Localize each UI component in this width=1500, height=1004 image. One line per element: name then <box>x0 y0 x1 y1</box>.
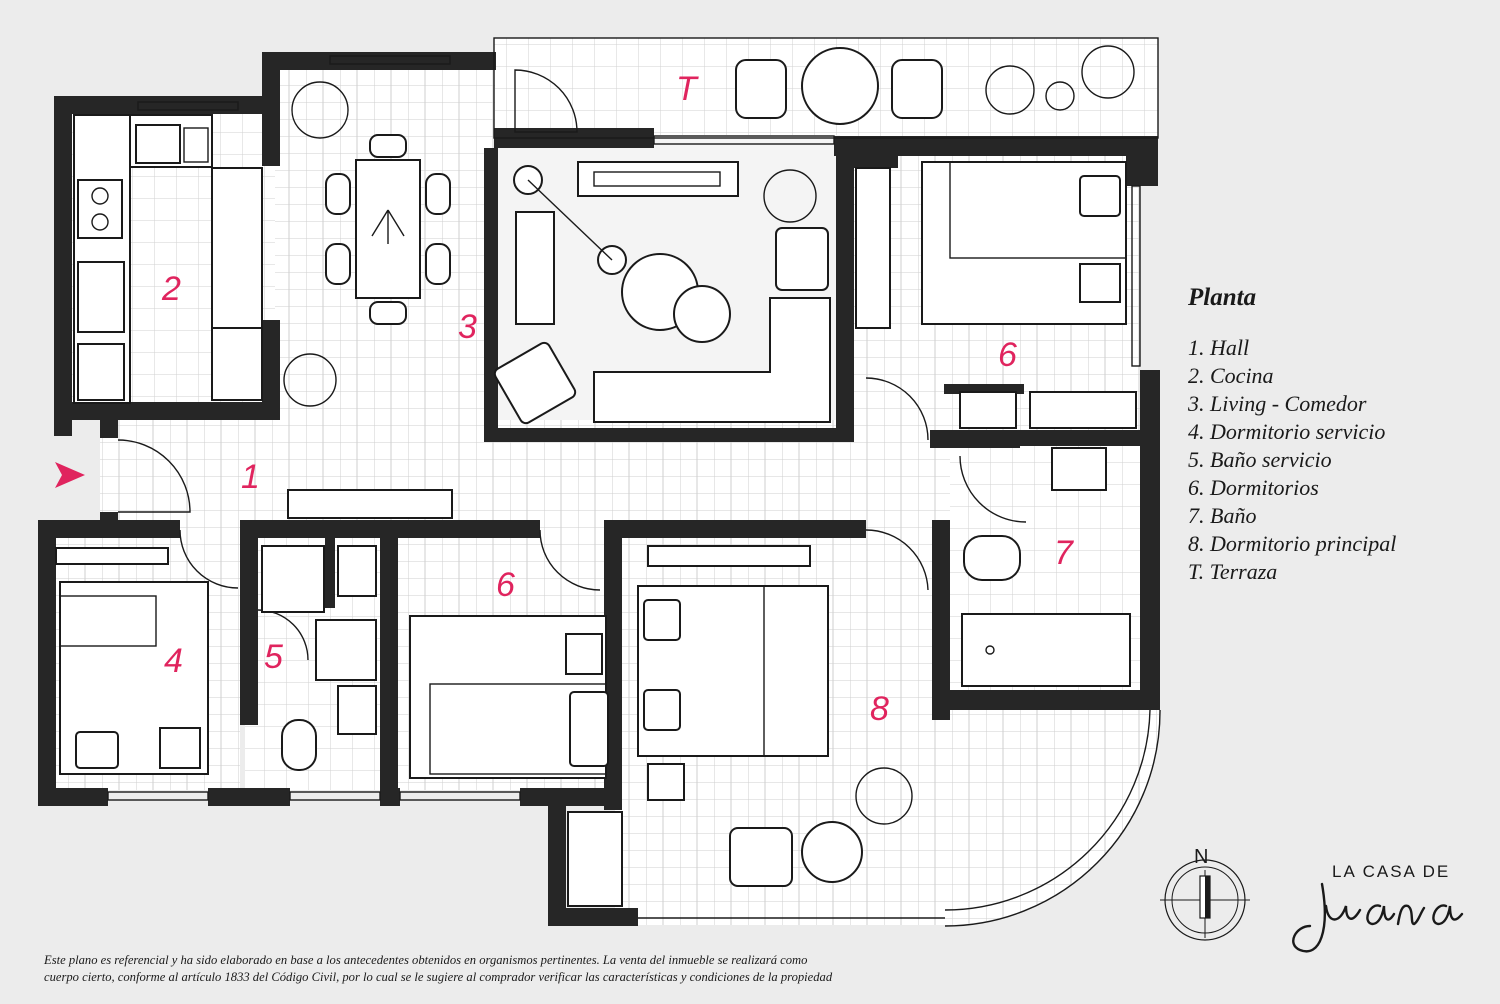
doors <box>55 69 1027 661</box>
plant-icon <box>1081 45 1135 99</box>
room-number: 2 <box>161 270 181 308</box>
legend-title: Planta <box>1188 284 1257 311</box>
l-sofa <box>593 297 831 423</box>
legend-item: 6. Dormitorios <box>1188 475 1319 500</box>
plant-icon <box>291 81 349 139</box>
closet <box>261 545 325 613</box>
toilet-icon <box>281 719 317 771</box>
room-labels: 1 2 3 4 5 6 6 7 8 T <box>161 70 1074 728</box>
armchair <box>729 827 793 887</box>
disclaimer-line: cuerpo cierto, conforme al artículo 1833… <box>44 970 833 984</box>
north-label: N <box>1194 846 1209 868</box>
sink-icon <box>337 685 377 735</box>
plant-icon <box>371 209 405 244</box>
fridge-counter <box>211 167 263 329</box>
room-number: 3 <box>458 308 477 346</box>
plant-icon <box>855 767 913 825</box>
disclaimer-line: Este plano es referencial y ha sido elab… <box>44 953 808 967</box>
legend-item: 5. Baño servicio <box>1188 447 1332 472</box>
walls <box>38 52 1160 926</box>
closet <box>567 811 623 907</box>
windows <box>107 37 1161 927</box>
legend-item: 1. Hall <box>1188 335 1250 360</box>
legend-item: 4. Dormitorio servicio <box>1188 419 1386 444</box>
room-number: 7 <box>1054 534 1074 572</box>
closet <box>1029 391 1137 429</box>
plant-icon <box>763 169 817 223</box>
furniture <box>55 45 1137 907</box>
terrace-table <box>801 47 879 125</box>
terrace-chair <box>735 59 787 119</box>
closet <box>337 545 377 597</box>
armchair <box>775 227 829 291</box>
entrance-arrow-icon <box>55 462 85 488</box>
disclaimer: Este plano es referencial y ha sido elab… <box>44 952 1084 986</box>
wardrobe <box>855 167 891 329</box>
room-number: 5 <box>264 638 283 676</box>
room-number: 6 <box>998 336 1017 374</box>
bathtub-icon <box>961 613 1131 687</box>
tv-console <box>577 161 739 197</box>
room-number: 4 <box>164 642 183 680</box>
legend-item: 7. Baño <box>1188 503 1257 528</box>
legend-list: 1. Hall 2. Cocina 3. Living - Comedor 4.… <box>1188 334 1396 586</box>
brand-logo-icon <box>1292 882 1464 953</box>
room-number: 8 <box>870 690 889 728</box>
plant-icon <box>985 65 1035 115</box>
room-number: 6 <box>496 566 515 604</box>
armchair-sofa <box>515 211 555 325</box>
legend-item: 3. Living - Comedor <box>1188 391 1367 416</box>
toilet-icon <box>963 535 1021 581</box>
brand-name: LA CASA DE <box>1332 862 1451 881</box>
legend-item: 8. Dormitorio principal <box>1188 531 1397 556</box>
compass-icon <box>1160 859 1250 941</box>
room-number: T <box>676 70 699 108</box>
plant-icon <box>283 353 337 407</box>
side-table <box>801 821 863 883</box>
sink-icon <box>135 124 181 164</box>
hall-console <box>287 489 453 519</box>
stove-icon <box>77 179 123 239</box>
terrace-chair <box>891 59 943 119</box>
master-bay-floor <box>945 710 1160 925</box>
legend-item: 2. Cocina <box>1188 363 1274 388</box>
legend: Planta 1. Hall 2. Cocina 3. Living - Com… <box>1188 284 1396 586</box>
legend-item: T. Terraza <box>1188 559 1278 584</box>
armchair <box>493 341 577 425</box>
plant-icon <box>1045 81 1075 111</box>
sink-icon <box>1051 447 1107 491</box>
closet <box>959 391 1017 429</box>
room-number: 1 <box>241 458 260 496</box>
